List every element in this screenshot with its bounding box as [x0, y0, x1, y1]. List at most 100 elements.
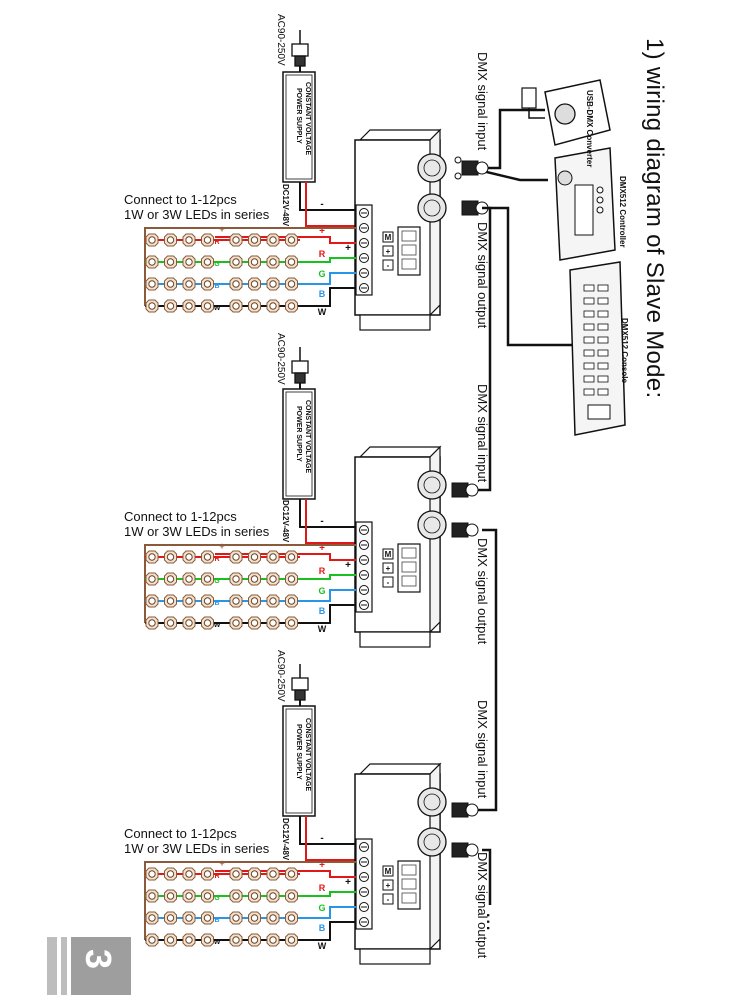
common-wire-1: [144, 227, 356, 306]
led-lens-1-3-2: [185, 302, 193, 310]
led-lens-2-3-7: [287, 619, 296, 627]
channel-label-W: W: [318, 624, 327, 634]
psu-inner-3: [285, 708, 313, 814]
driver-top-3: [358, 763, 442, 775]
controller-xlr: [557, 170, 573, 186]
xlr-port-out-1: [417, 193, 447, 223]
button-label: +: [386, 247, 391, 256]
console-fader: [597, 310, 609, 318]
row-channel-label: W: [214, 305, 221, 312]
led-note-2-line2: 1W or 3W LEDs in series: [124, 524, 270, 539]
button-label: +: [386, 881, 391, 890]
psu-label-3b: POWER SUPPLY: [295, 724, 302, 780]
led-lens-1-3-3: [203, 302, 212, 310]
button-label: M: [385, 233, 392, 242]
plug-body-1: [294, 55, 306, 67]
led-lens-2-0-1: [166, 553, 175, 561]
ac-label-1: AC90-250V: [275, 14, 286, 66]
channel-label-R: R: [319, 566, 326, 576]
display-2: [397, 543, 421, 593]
digit: [401, 892, 417, 904]
terminal-block-2: [355, 521, 373, 613]
led-lens-2-0-3: [203, 553, 212, 561]
dc-label-3: DC12V-48V: [281, 818, 290, 861]
in-dots: [454, 172, 462, 180]
led-lens-1-0-3: [203, 236, 212, 244]
button--: [382, 893, 394, 905]
dmx-output-label-2: DMX signal output: [475, 538, 490, 645]
led-lens-2-0-0: [148, 553, 156, 561]
led-note-1: Connect to 1-12pcs 1W or 3W LEDs in seri…: [124, 192, 269, 222]
led-lens-3-2-2: [185, 914, 193, 922]
led-lens-2-1-1: [166, 575, 175, 583]
digit: [401, 878, 417, 890]
led-lens-3-2-0: [148, 914, 156, 922]
led-lens-3-0-2: [185, 870, 193, 878]
channel-label-G: G: [318, 269, 325, 279]
driver-top-2: [358, 446, 442, 458]
led-lens-2-1-0: [148, 575, 156, 583]
xlr-inner: [423, 833, 441, 851]
led-lens-1-0-5: [250, 236, 259, 244]
led-lens-2-1-2: [185, 575, 193, 583]
console-fader: [597, 297, 609, 305]
button-label: -: [387, 261, 390, 270]
driver-base-1: [359, 314, 431, 331]
led-lens-3-1-0: [148, 892, 156, 900]
button-label: M: [385, 550, 392, 559]
led-lens-3-0-1: [166, 870, 175, 878]
channel-label-G: G: [318, 586, 325, 596]
led-lens-2-2-0: [148, 597, 156, 605]
led-lens-3-1-2: [185, 892, 193, 900]
row-channel-label: W: [214, 939, 221, 946]
led-lens-1-0-2: [185, 236, 193, 244]
plus-mark: +: [345, 243, 351, 254]
led-lens-1-0-6: [269, 236, 277, 244]
led-lens-2-1-3: [203, 575, 212, 583]
console-fader: [597, 336, 609, 344]
led-lens-2-2-5: [250, 597, 259, 605]
minus-sign: -: [320, 199, 323, 210]
plug-body-3: [294, 689, 306, 701]
driver-base-3: [359, 948, 431, 965]
led-lens-2-0-5: [250, 553, 259, 561]
led-lens-2-0-7: [287, 553, 296, 561]
dmx-chain-2-3: [470, 528, 498, 812]
psu-label-2a: CONSTANT VOLTAGE: [304, 400, 311, 474]
led-lens-1-2-0: [148, 280, 156, 288]
led-lens-3-0-4: [232, 870, 240, 878]
led-note-3: Connect to 1-12pcs 1W or 3W LEDs in seri…: [124, 826, 269, 856]
xlr-plug-m3-in-tip: [465, 803, 479, 817]
xlr-port-in-3: [417, 787, 447, 817]
display-1: [397, 226, 421, 276]
row-plus: +: [219, 858, 224, 868]
button-M: [382, 231, 394, 243]
button-label: M: [385, 867, 392, 876]
led-lens-3-0-7: [287, 870, 296, 878]
usb-cable: [528, 108, 545, 119]
led-note-2: Connect to 1-12pcs 1W or 3W LEDs in seri…: [124, 509, 269, 539]
row-plus: +: [219, 224, 224, 234]
console-fader: [597, 284, 609, 292]
xlr-port-out-3: [417, 827, 447, 857]
channel-label-W: W: [318, 307, 327, 317]
psu-neg-wire-2: [299, 499, 358, 528]
led-lens-2-2-7: [287, 597, 296, 605]
led-lens-2-0-6: [269, 553, 277, 561]
in-dots: [454, 156, 462, 164]
console-display: [587, 404, 611, 420]
psu-label-1b: POWER SUPPLY: [295, 88, 302, 144]
led-lens-1-1-6: [269, 258, 277, 266]
controller-label: DMX512 Controller: [618, 176, 627, 248]
terminal-block-3: [355, 838, 373, 930]
plug-head-3: [291, 677, 309, 691]
xlr-plug-m3-out-tip: [465, 843, 479, 857]
psu-neg-wire-1: [299, 182, 358, 211]
led-lens-2-2-2: [185, 597, 193, 605]
led-lens-1-0-1: [166, 236, 175, 244]
console-fader: [597, 375, 609, 383]
console-fader: [583, 362, 595, 370]
led-lens-2-1-4: [232, 575, 240, 583]
digit: [401, 864, 417, 876]
